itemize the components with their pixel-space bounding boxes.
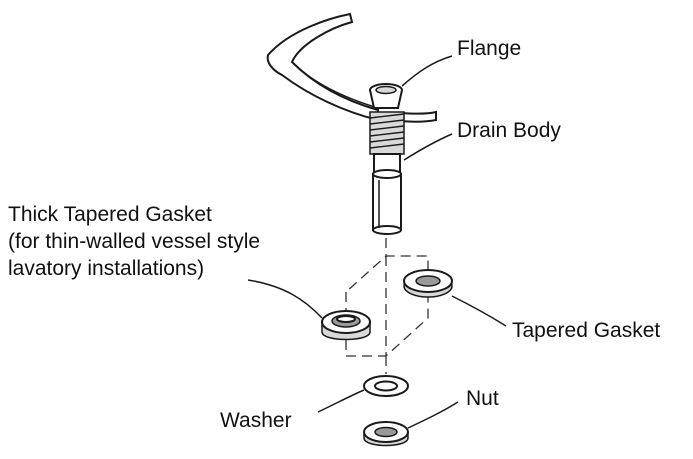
tapered-gasket-part [403, 269, 453, 298]
flange-part [369, 83, 403, 109]
dashed-guide [345, 238, 429, 374]
thick-gasket-label-line1: Thick Tapered Gasket [8, 203, 212, 226]
washer-part [363, 375, 409, 397]
nut-leader [407, 401, 459, 429]
nut-part [363, 421, 409, 447]
washer-label: Washer [220, 409, 292, 432]
thick-gasket-label-line2: (for thin-walled vessel style [8, 230, 261, 253]
drain-body-leader [403, 133, 453, 161]
thick-gasket-leader [247, 279, 323, 319]
thick-tapered-gasket-part [321, 310, 371, 341]
basin [266, 12, 437, 123]
tapered-gasket-leader [451, 295, 507, 327]
nut-label: Nut [466, 387, 499, 410]
flange-label: Flange [457, 37, 522, 60]
tapered-gasket-label: Tapered Gasket [512, 319, 661, 342]
drain-body-label: Drain Body [457, 119, 561, 142]
drain-body-part [369, 111, 405, 235]
washer-leader [317, 389, 365, 413]
flange-leader [401, 55, 453, 87]
thick-gasket-label-line3: lavatory installations) [8, 257, 205, 280]
